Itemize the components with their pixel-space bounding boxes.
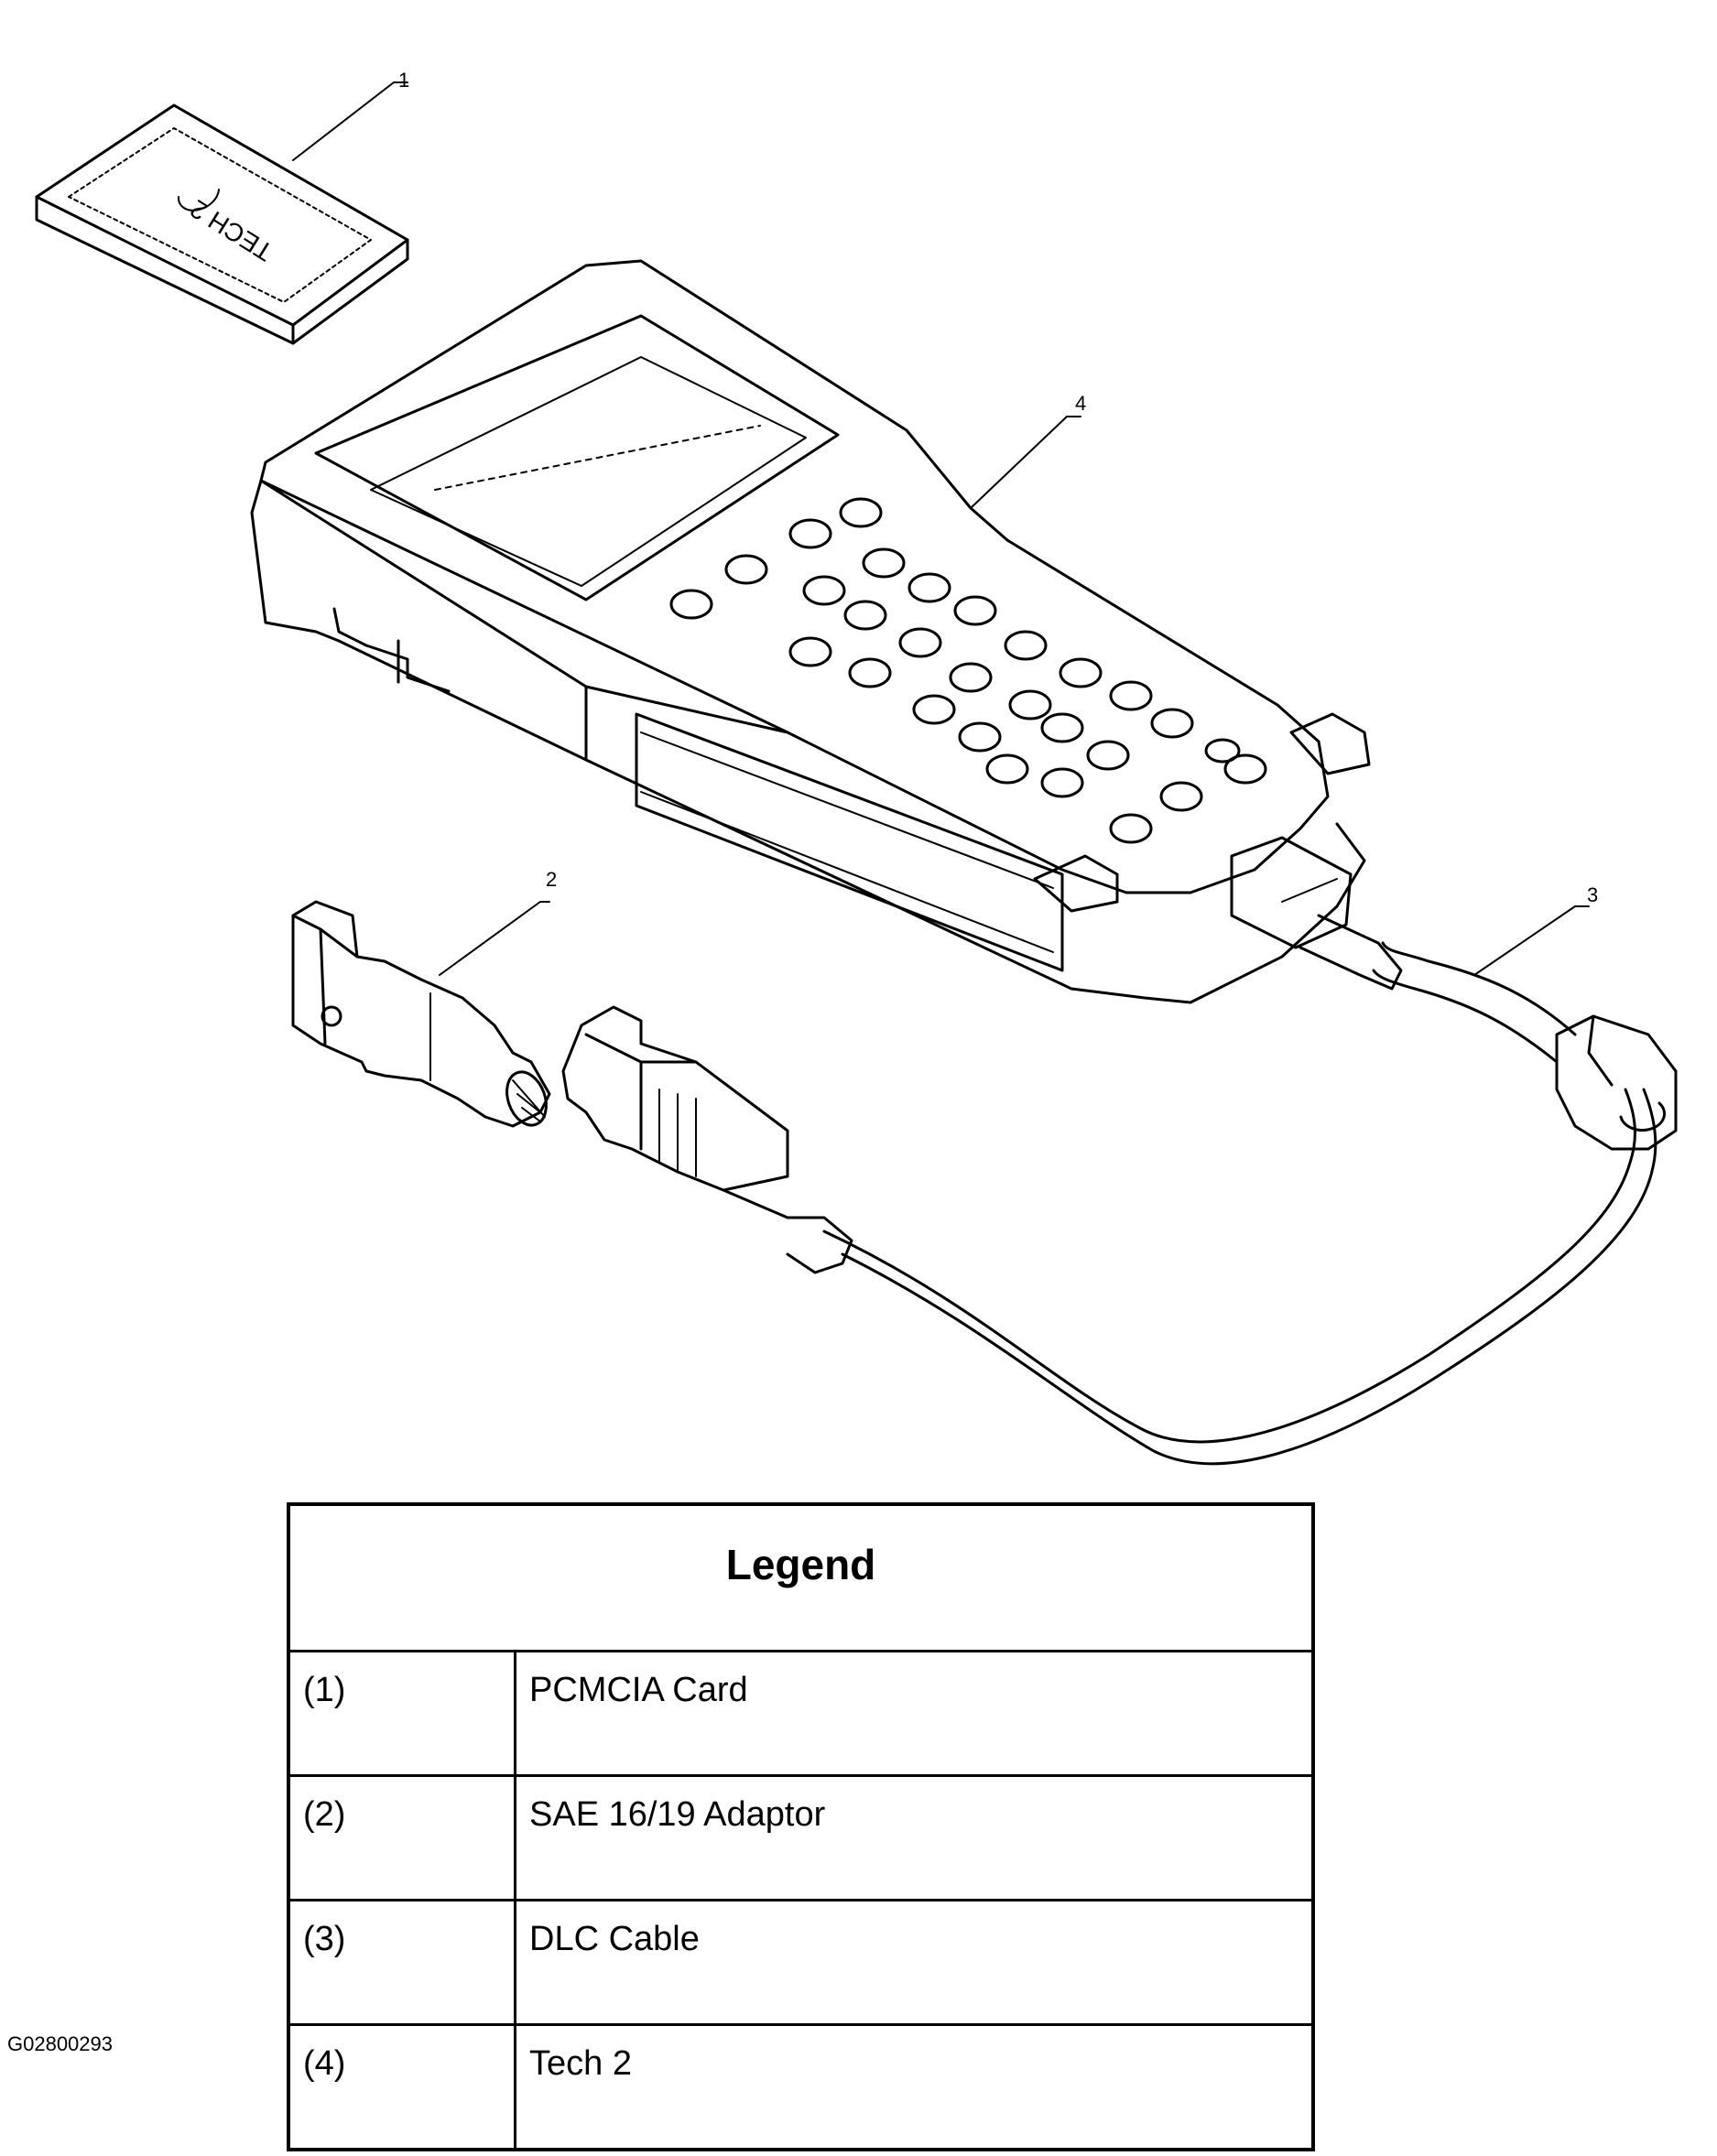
legend-row: (1) PCMCIA Card (288, 1651, 1313, 1777)
card-label: TECH 2 (185, 194, 277, 266)
legend-row: (2) SAE 16/19 Adaptor (288, 1775, 1313, 1901)
legend-item-number: (2) (288, 1775, 516, 1901)
dlc-cable (561, 941, 1678, 1466)
legend-item-number: (3) (288, 1900, 516, 2026)
exploded-view-illustration: TECH 2 (35, 69, 1678, 1466)
legend-item-number: (4) (288, 2024, 516, 2150)
legend-header-row: Legend (288, 1504, 1313, 1652)
figure-id: G02800293 (7, 2032, 113, 2055)
legend-item-label: DLC Cable (515, 1900, 1313, 2026)
callout-1: 1 (398, 69, 409, 92)
pcmcia-card: TECH 2 (35, 103, 409, 345)
sae-16-19-adaptor (291, 900, 551, 1128)
leader-lines (292, 81, 1590, 976)
legend-row: (3) DLC Cable (288, 1900, 1313, 2026)
legend-item-label: Tech 2 (529, 2044, 632, 2083)
legend-item-number: (1) (288, 1651, 516, 1777)
callout-4: 4 (1075, 392, 1086, 415)
legend-table: Legend (1) PCMCIA Card (2) SAE 16/19 Ada… (287, 1502, 1315, 2151)
legend-item-label: PCMCIA Card (515, 1651, 1313, 1777)
tech2-unit (250, 259, 1403, 1004)
legend-title: Legend (288, 1504, 1313, 1652)
legend-item-label: SAE 16/19 Adaptor (515, 1775, 1313, 1901)
legend-row: (4) Tech 2 (288, 2024, 1313, 2150)
callout-2: 2 (546, 868, 557, 891)
callout-3: 3 (1587, 883, 1598, 906)
